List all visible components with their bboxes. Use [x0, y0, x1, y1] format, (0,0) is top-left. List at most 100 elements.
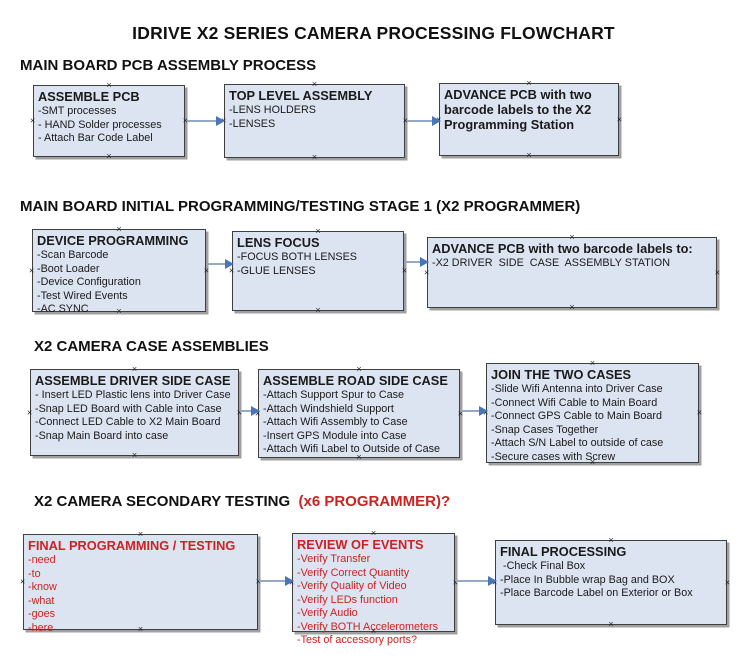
box-title: FINAL PROGRAMMING / TESTING: [28, 538, 236, 553]
flow-box-final-programming-testing: FINAL PROGRAMMING / TESTING -need-to-kno…: [20, 530, 261, 634]
flow-connector: [259, 576, 294, 586]
arrow-right-icon: [285, 576, 294, 586]
process-step: -Scan Barcode: [37, 249, 109, 262]
anchor-bottom-marker: ×: [131, 450, 138, 460]
process-step: -Place In Bubble wrap Bag and BOX: [500, 573, 675, 586]
anchor-left-marker: ×: [30, 115, 36, 126]
flow-connector: [461, 406, 488, 416]
section-header-pcb-assembly: MAIN BOARD PCB ASSEMBLY PROCESS: [20, 57, 316, 74]
process-step: -Secure cases with Screw: [491, 450, 616, 463]
box-items: -FOCUS BOTH LENSES-GLUE LENSES: [237, 251, 399, 278]
section-header-text: X2 CAMERA CASE ASSEMBLIES: [34, 338, 269, 355]
process-step: -what: [28, 594, 55, 607]
flow-box-assemble-driver-side-case: ASSEMBLE DRIVER SIDE CASE - Insert LED P…: [27, 365, 242, 460]
box-items: -SMT processes- HAND Solder processes- A…: [38, 105, 180, 145]
arrow-right-icon: [488, 576, 497, 586]
process-step: -goes: [28, 608, 56, 621]
flow-box-assemble-road-side-case: ASSEMBLE ROAD SIDE CASE -Attach Support …: [255, 365, 463, 462]
flow-connector: [207, 259, 234, 269]
process-step: -AC SYNC: [37, 303, 89, 316]
anchor-bottom-marker: ×: [311, 152, 318, 162]
box-title: ASSEMBLE ROAD SIDE CASE: [263, 373, 448, 388]
process-step: -Connect GPS Cable to Main Board: [491, 410, 663, 423]
process-step: -Snap LED Board with Cable into Case: [35, 402, 222, 415]
box-title: ADVANCE PCB with two barcode labels to t…: [444, 87, 592, 133]
section-header-red-suffix: (x6 PROGRAMMER)?: [294, 493, 451, 510]
arrow-right-icon: [216, 116, 225, 126]
page-title: IDRIVE X2 SERIES CAMERA PROCESSING FLOWC…: [132, 23, 615, 43]
process-step: -Attach S/N Label to outside of case: [491, 437, 664, 450]
connector-line: [207, 263, 226, 265]
process-step: -Verify Quality of Video: [297, 580, 407, 593]
box-items: -Attach Support Spur to Case-Attach Wind…: [263, 389, 455, 456]
flow-connector: [187, 116, 225, 126]
box-items: -X2 DRIVER SIDE CASE ASSEMBLY STATION: [432, 257, 712, 270]
process-step: -know: [28, 581, 57, 594]
flow-box-top-level-assembly: TOP LEVEL ASSEMBLY -LENS HOLDERS-LENSES …: [221, 80, 408, 162]
box-title: ASSEMBLE PCB: [38, 89, 140, 104]
connector-line: [461, 410, 480, 412]
box-title: REVIEW OF EVENTS: [297, 537, 424, 552]
anchor-bottom-marker: ×: [315, 305, 321, 315]
flow-box-lens-focus: LENS FOCUS -FOCUS BOTH LENSES-GLUE LENSE…: [229, 227, 407, 315]
flow-connector: [405, 257, 429, 267]
process-step: -Slide Wifi Antenna into Driver Case: [491, 383, 663, 396]
process-step: - Insert LED Plastic lens into Driver Ca…: [35, 389, 231, 402]
process-step: -LENSES: [229, 117, 276, 130]
flow-box-join-the-two-cases: JOIN THE TWO CASES -Slide Wifi Antenna i…: [483, 359, 702, 467]
arrow-right-icon: [225, 259, 234, 269]
section-header-case-assemblies: X2 CAMERA CASE ASSEMBLIES: [34, 338, 269, 355]
arrow-right-icon: [479, 406, 488, 416]
flow-box-device-programming: DEVICE PROGRAMMING -Scan Barcode-Boot Lo…: [29, 225, 209, 316]
section-header-secondary-testing: X2 CAMERA SECONDARY TESTING (x6 PROGRAMM…: [34, 493, 450, 510]
section-header-text: MAIN BOARD PCB ASSEMBLY PROCESS: [20, 57, 317, 74]
process-step: -Snap Main Board into case: [35, 429, 169, 442]
box-items: -need-to-know-what-goes-here: [28, 554, 253, 635]
connector-line: [187, 120, 217, 122]
process-step: -X2 DRIVER SIDE CASE ASSEMBLY STATION: [432, 257, 670, 270]
process-step: -Connect LED Cable to X2 Main Board: [35, 416, 221, 429]
flow-box-assemble-pcb: ASSEMBLE PCB -SMT processes- HAND Solder…: [30, 81, 188, 161]
anchor-left-marker: ×: [424, 267, 430, 277]
anchor-right-marker: ×: [203, 265, 209, 275]
process-step: -Attach Windshield Support: [263, 402, 394, 415]
anchor-bottom-marker: ×: [106, 151, 112, 161]
process-step: -Insert GPS Module into Case: [263, 429, 407, 442]
box-items: -Scan Barcode-Boot Loader-Device Configu…: [37, 249, 201, 316]
anchor-left-marker: ×: [27, 407, 33, 417]
process-step: -Connect Wifi Cable to Main Board: [491, 396, 658, 409]
connector-line: [259, 580, 286, 582]
flow-box-final-processing: FINAL PROCESSING -Check Final Box-Place …: [492, 536, 730, 629]
process-step: -GLUE LENSES: [237, 264, 316, 277]
anchor-right-marker: ×: [401, 265, 407, 276]
flow-box-review-of-events: REVIEW OF EVENTS -Verify Transfer -Verify…: [289, 529, 458, 647]
anchor-right-marker: ×: [724, 577, 730, 587]
box-items: -Slide Wifi Antenna into Driver Case-Con…: [491, 383, 694, 464]
connector-line: [456, 580, 489, 582]
process-step: -Test Wired Events: [37, 289, 128, 302]
process-step: -Check Final Box: [500, 560, 586, 573]
flow-connector: [240, 406, 260, 416]
process-step: -to: [28, 567, 41, 580]
process-step: -Verify BOTH Accelerometers: [297, 620, 438, 633]
box-items: - Insert LED Plastic lens into Driver Ca…: [35, 389, 234, 443]
process-step: -LENS HOLDERS: [229, 104, 316, 117]
connector-line: [240, 410, 252, 412]
connector-line: [405, 261, 421, 263]
arrow-right-icon: [251, 406, 260, 416]
process-step: -Attach Support Spur to Case: [263, 389, 405, 402]
process-step: -Verify LEDs function: [297, 593, 398, 606]
process-step: -Place Barcode Label on Exterior or Box: [500, 587, 693, 600]
anchor-bottom-marker: ×: [569, 302, 575, 312]
process-step: -here: [28, 621, 54, 634]
anchor-right-marker: ×: [616, 114, 622, 124]
section-header-initial-programming: MAIN BOARD INITIAL PROGRAMMING/TESTING S…: [20, 198, 580, 215]
process-step: -Verify Transfer: [297, 553, 371, 566]
flow-connector: [407, 116, 441, 126]
section-header-text: X2 CAMERA SECONDARY TESTING: [34, 493, 295, 510]
box-title: ASSEMBLE DRIVER SIDE CASE: [35, 373, 231, 388]
anchor-right-marker: ×: [256, 577, 261, 587]
anchor-left-marker: ×: [29, 265, 35, 275]
anchor-left-marker: ×: [20, 576, 26, 587]
anchor-right-marker: ×: [714, 267, 720, 277]
